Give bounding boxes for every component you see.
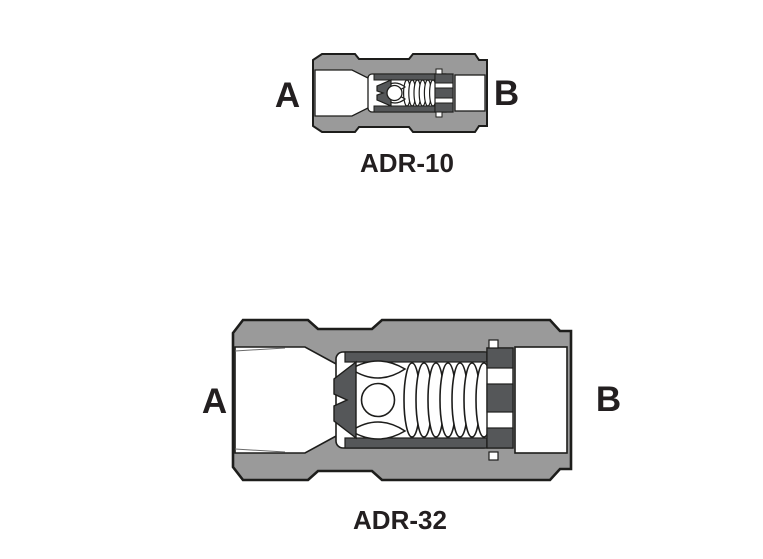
poppet-cone	[333, 360, 357, 440]
valve-adr-32-cross-section-drawing	[231, 318, 573, 482]
poppet-upper-lobe	[349, 360, 407, 379]
spring	[402, 79, 437, 107]
retainer-tab	[488, 451, 499, 461]
port-b-label: B	[595, 380, 621, 419]
valve-model-label: ADR-10	[360, 148, 454, 178]
retainer-tab	[435, 68, 443, 75]
retainer-block	[434, 73, 454, 84]
retainer-block	[486, 347, 514, 369]
port-b-bore	[454, 74, 486, 112]
retainer-block	[486, 427, 514, 449]
retainer-tab	[488, 339, 499, 349]
poppet-cone	[376, 79, 392, 107]
spring-cage-top	[344, 351, 488, 363]
poppet-ball	[386, 84, 403, 102]
port-b-label: B	[493, 74, 519, 113]
spring-retainer	[434, 68, 454, 118]
valve-adr-10-cross-section-drawing	[312, 53, 488, 133]
spring-retainer	[486, 339, 514, 461]
poppet-ball	[360, 382, 396, 418]
retainer-tab	[435, 111, 443, 118]
bore-shading-line	[234, 347, 286, 352]
valve-model-label: ADR-32	[353, 505, 447, 535]
spring-cage-top	[373, 73, 436, 81]
port-a-bore	[234, 346, 339, 454]
spring-cage-bottom	[344, 437, 488, 449]
bore-shading-line	[234, 448, 286, 453]
port-a-label: A	[274, 76, 300, 115]
port-b-bore	[514, 346, 568, 454]
retainer-block	[434, 87, 454, 99]
port-a-label: A	[201, 382, 227, 421]
retainer-block	[486, 383, 514, 413]
poppet-lower-lobe	[349, 421, 407, 440]
spring-cage-bottom	[373, 105, 436, 113]
retainer-block	[434, 102, 454, 113]
port-a-bore	[314, 69, 371, 117]
spring	[403, 362, 493, 438]
